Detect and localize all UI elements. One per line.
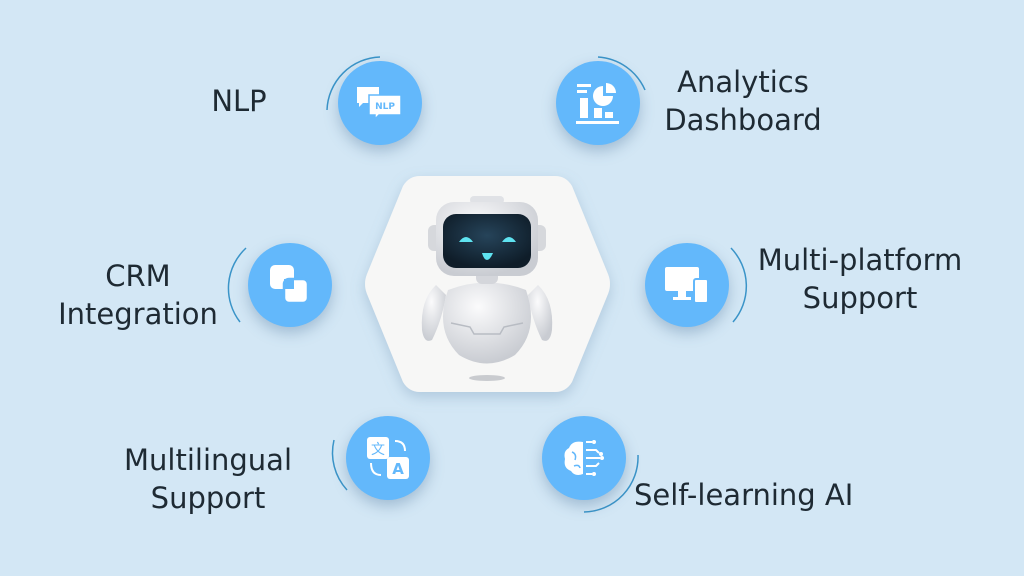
robot-mascot [421, 196, 553, 381]
label-line: Support [802, 281, 918, 315]
arc-multiplatform [730, 247, 748, 323]
label-self-learning-ai: Self-learning AI [634, 476, 874, 514]
label-line: Multi-platform [757, 243, 963, 277]
label-line: CRM [105, 259, 171, 293]
feature-circle-multiplatform [645, 243, 729, 327]
svg-text:NLP: NLP [375, 102, 395, 112]
chat-bubbles-nlp-icon: NLP [357, 87, 402, 121]
arc-selflearning [583, 454, 639, 513]
translate-icon: 文 A [367, 437, 409, 479]
monitor-phone-icon [665, 267, 709, 304]
label-line: Integration [58, 297, 218, 331]
feature-circle-crm [248, 243, 332, 327]
label-line: Self-learning AI [634, 478, 854, 512]
arc-analytics [597, 56, 646, 91]
arc-nlp [326, 56, 381, 111]
decorative-arcs [227, 56, 748, 513]
feature-circle-analytics [556, 61, 640, 145]
label-line: Support [150, 481, 266, 515]
svg-text:A: A [392, 460, 404, 478]
feature-circle-nlp: NLP [338, 61, 422, 145]
label-crm-integration: CRM Integration [50, 257, 226, 333]
label-nlp: NLP [200, 82, 278, 120]
label-line: NLP [211, 84, 267, 118]
arc-multilingual [331, 439, 348, 491]
arc-crm [227, 247, 247, 323]
feature-circle-selflearning [542, 416, 626, 500]
analytics-dashboard-icon [576, 83, 619, 124]
label-line: Dashboard [664, 103, 822, 137]
brain-circuit-icon [564, 440, 604, 476]
label-line: Multilingual [124, 443, 292, 477]
svg-text:文: 文 [371, 442, 385, 458]
label-line: Analytics [677, 65, 809, 99]
feature-circle-multilingual: 文 A [346, 416, 430, 500]
overlapping-squares-icon [270, 265, 310, 305]
